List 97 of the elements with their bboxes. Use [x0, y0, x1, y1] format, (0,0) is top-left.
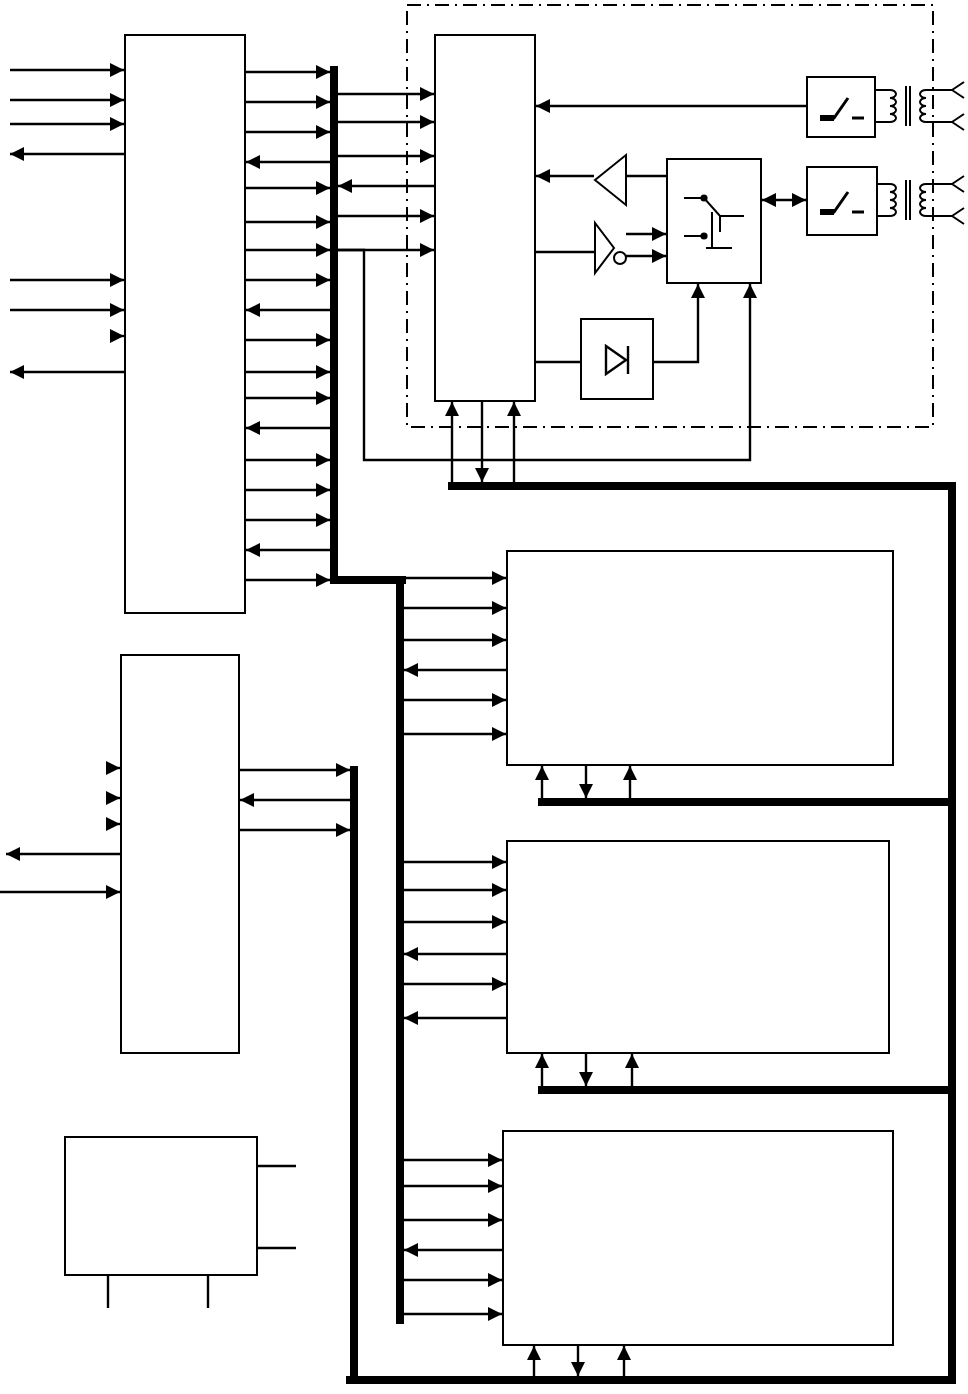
- arrow: [404, 1273, 502, 1287]
- arrow: [10, 303, 124, 317]
- arrow: [404, 947, 506, 961]
- arrow: [246, 543, 330, 557]
- arrow: [338, 179, 434, 193]
- arrow: [536, 169, 594, 183]
- arrow: [445, 402, 459, 482]
- arrow: [246, 391, 330, 405]
- arrow: [246, 125, 330, 139]
- arrow: [404, 1307, 502, 1321]
- arrow: [579, 1054, 593, 1086]
- arrow: [571, 1346, 585, 1376]
- arrow: [246, 181, 330, 195]
- arrow: [404, 633, 506, 647]
- arrow: [404, 977, 506, 991]
- dashed-frame: [406, 4, 934, 428]
- arrow: [246, 421, 330, 435]
- amplifier-symbol: [594, 154, 626, 206]
- arrow: [338, 209, 434, 223]
- arrow: [246, 243, 330, 257]
- arrow: [623, 766, 637, 798]
- arrow: [404, 1179, 502, 1193]
- arrow: [246, 513, 330, 527]
- arrow: [626, 227, 666, 241]
- arrow: [404, 1243, 502, 1257]
- arrow: [246, 95, 330, 109]
- arrow: [240, 763, 350, 777]
- arrow: [404, 1153, 502, 1167]
- arrow: [246, 453, 330, 467]
- arrow: [338, 149, 434, 163]
- arrow: [338, 87, 434, 101]
- block: [506, 550, 894, 766]
- arrow: [106, 761, 120, 775]
- arrow: [579, 766, 593, 798]
- connector-line: [626, 174, 666, 178]
- block: [506, 840, 890, 1054]
- connector-line: [258, 1246, 296, 1250]
- arrow: [240, 793, 350, 807]
- arrow: [240, 823, 350, 837]
- arrow: [404, 727, 506, 741]
- block: [434, 34, 536, 402]
- arrow: [10, 63, 124, 77]
- arrow: [246, 273, 330, 287]
- arrow: [527, 1346, 541, 1376]
- arrow: [404, 855, 506, 869]
- arrow: [110, 329, 124, 343]
- arrow: [246, 365, 330, 379]
- block: [580, 318, 654, 400]
- arrow: [536, 99, 806, 113]
- arrow: [10, 365, 124, 379]
- connector-line: [206, 1276, 210, 1308]
- connector-line: [536, 360, 580, 364]
- arrow: [475, 402, 489, 482]
- arrow: [338, 115, 434, 129]
- arrow: [106, 791, 120, 805]
- arrow: [246, 65, 330, 79]
- block: [502, 1130, 894, 1346]
- arrow: [10, 93, 124, 107]
- block: [806, 166, 878, 236]
- arrow: [535, 1054, 549, 1086]
- arrow: [617, 1346, 631, 1376]
- arrow: [246, 333, 330, 347]
- arrow: [404, 693, 506, 707]
- arrow: [404, 883, 506, 897]
- arrow: [625, 1054, 639, 1086]
- arrow: [404, 1213, 502, 1227]
- arrow: [0, 885, 120, 899]
- arrow: [6, 847, 120, 861]
- arrow: [762, 193, 806, 207]
- block: [806, 76, 876, 138]
- arrow: [246, 573, 330, 587]
- connector-line: [258, 1164, 296, 1168]
- block: [64, 1136, 258, 1276]
- arrow: [507, 402, 521, 482]
- block: [120, 654, 240, 1054]
- arrow: [535, 766, 549, 798]
- arrow: [10, 147, 124, 161]
- arrow: [338, 248, 757, 462]
- connector-line: [536, 250, 594, 254]
- inverter-symbol: [594, 222, 626, 274]
- block: [666, 158, 762, 284]
- block: [124, 34, 246, 614]
- arrow: [246, 155, 330, 169]
- arrow: [404, 601, 506, 615]
- arrow: [10, 273, 124, 287]
- arrow: [246, 215, 330, 229]
- arrow: [626, 249, 666, 263]
- arrow: [654, 284, 705, 364]
- connector-line: [106, 1276, 110, 1308]
- arrow: [404, 571, 506, 585]
- arrow: [106, 817, 120, 831]
- arrow: [246, 303, 330, 317]
- arrow: [246, 483, 330, 497]
- arrow: [10, 117, 124, 131]
- arrow: [404, 663, 506, 677]
- arrow: [404, 1011, 506, 1025]
- arrow: [404, 915, 506, 929]
